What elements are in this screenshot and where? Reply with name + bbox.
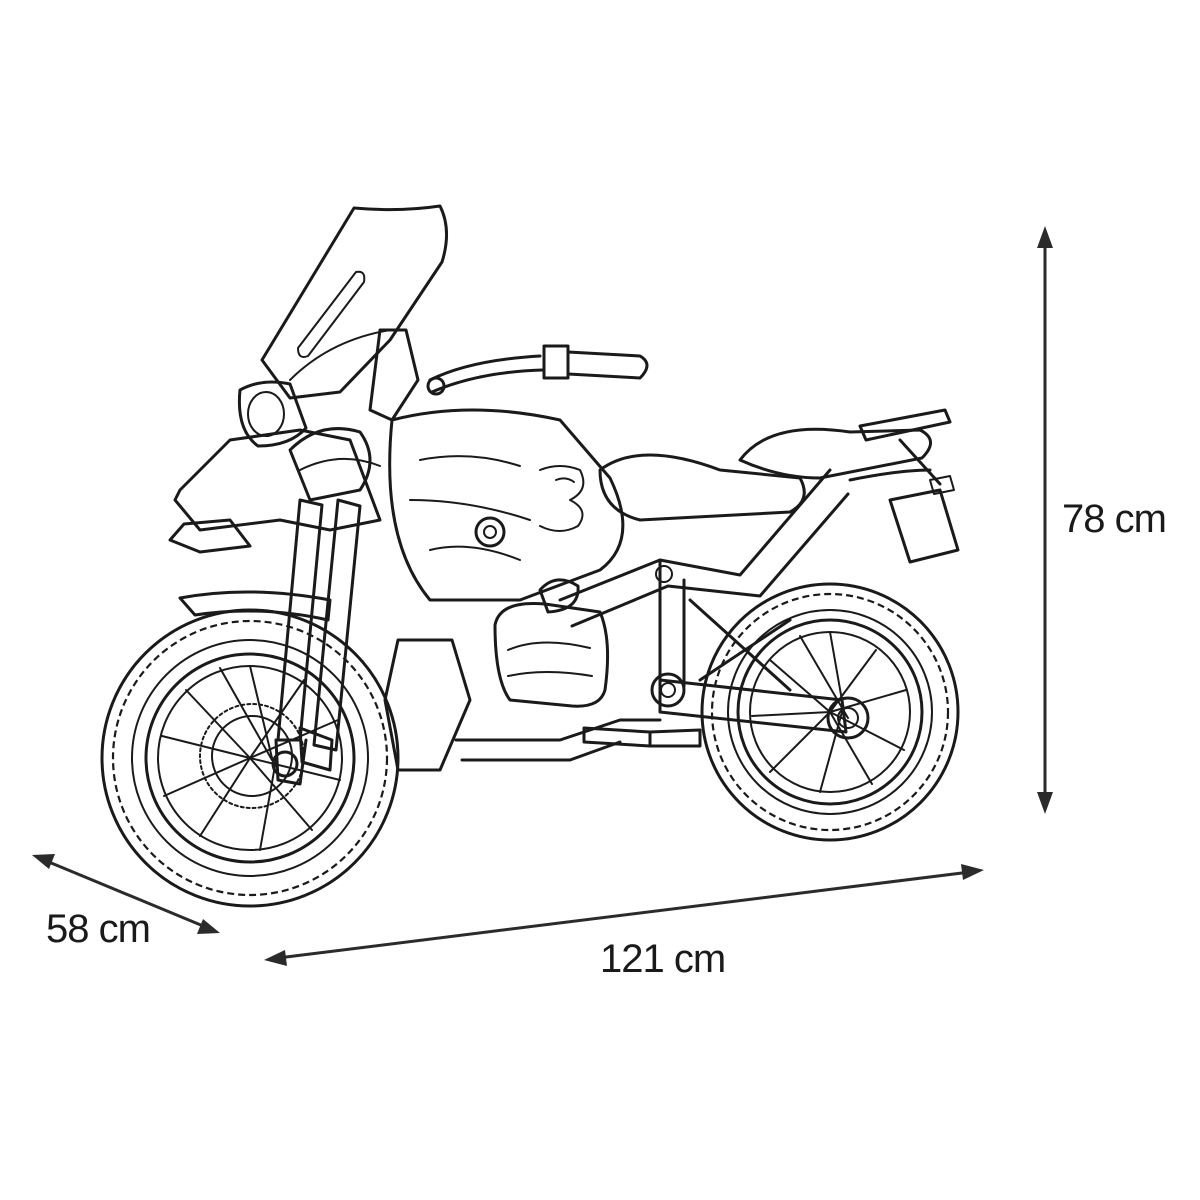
front-fork [274, 498, 362, 786]
length-dimension-arrow [264, 864, 984, 966]
tail-light [929, 475, 955, 495]
height-dimension-arrow [1037, 226, 1053, 814]
windshield [260, 204, 448, 400]
handlebar-grip [542, 344, 570, 380]
front-fairing [168, 427, 382, 554]
depth-dimension-arrow [32, 854, 220, 934]
motorcycle-illustration [100, 204, 960, 908]
height-label: 78 cm [1062, 497, 1167, 541]
seat [598, 453, 806, 522]
fuel-tank [388, 408, 625, 614]
depth-label: 58 cm [46, 907, 151, 951]
rear-wheel [700, 582, 960, 842]
rear-seat [738, 427, 932, 480]
length-label: 121 cm [600, 937, 726, 981]
frame [558, 468, 850, 708]
engine [383, 601, 702, 772]
steering-head [368, 328, 420, 422]
swing-arm [658, 678, 848, 734]
front-fender [178, 590, 332, 622]
headlight [237, 380, 308, 448]
front-wheel [100, 608, 400, 908]
foot-peg [582, 726, 652, 748]
license-plate [888, 488, 960, 564]
handlebar [426, 344, 649, 396]
rear-rack [848, 408, 952, 486]
